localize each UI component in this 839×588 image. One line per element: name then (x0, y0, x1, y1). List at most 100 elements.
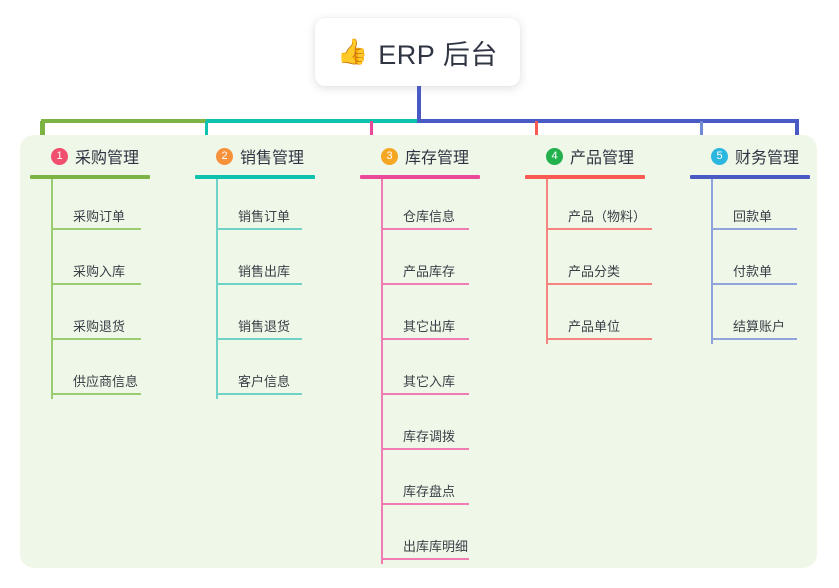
column-finance: 5 财务管理回款单付款单结算账户 (690, 144, 810, 344)
segment-green (41, 119, 206, 123)
item-list-purchase: 采购订单采购入库采购退货供应商信息 (51, 179, 150, 399)
list-item[interactable]: 产品单位 (546, 289, 652, 344)
thumbs-up-icon: 👍 (337, 37, 369, 66)
list-item-label: 其它入库 (403, 374, 456, 389)
item-list-finance: 回款单付款单结算账户 (711, 179, 810, 344)
list-item[interactable]: 仓库信息 (381, 179, 480, 234)
column-badge-finance: 5 (711, 147, 728, 165)
list-item[interactable]: 采购入库 (51, 234, 150, 289)
column-header-inventory[interactable]: 3 库存管理 (360, 144, 480, 168)
list-item-rule (218, 228, 302, 230)
list-item[interactable]: 供应商信息 (51, 344, 150, 399)
list-item-label: 供应商信息 (73, 374, 139, 389)
list-item-rule (53, 393, 141, 395)
column-header-sales[interactable]: 2 销售管理 (195, 144, 315, 168)
root-stem (417, 86, 421, 123)
list-item-label: 产品单位 (568, 319, 621, 334)
column-title-purchase: 采购管理 (75, 150, 140, 167)
column-underline-sales (195, 175, 315, 179)
list-item-rule (218, 338, 302, 340)
list-item-rule (548, 228, 652, 230)
list-item-label: 销售出库 (238, 264, 291, 279)
column-sales: 2 销售管理销售订单销售出库销售退货客户信息 (195, 144, 315, 399)
list-item-label: 销售退货 (238, 319, 291, 334)
column-product: 4 产品管理产品（物料） 产品分类产品单位 (525, 144, 652, 344)
column-header-finance[interactable]: 5 财务管理 (690, 144, 810, 168)
spine-finance (711, 179, 713, 344)
list-item-label: 采购入库 (73, 264, 126, 279)
list-item-rule (53, 283, 141, 285)
column-underline-purchase (30, 175, 150, 179)
list-item[interactable]: 采购退货 (51, 289, 150, 344)
column-badge-inventory: 3 (381, 147, 398, 165)
list-item-rule (383, 448, 469, 450)
list-item[interactable]: 其它出库 (381, 289, 480, 344)
list-item-rule (713, 283, 797, 285)
spine-purchase (51, 179, 53, 399)
column-underline-product (525, 175, 645, 179)
item-list-product: 产品（物料） 产品分类产品单位 (546, 179, 652, 344)
column-title-sales: 销售管理 (240, 150, 305, 167)
list-item-label: 库存盘点 (403, 484, 456, 499)
list-item-rule (383, 283, 469, 285)
list-item-label: 客户信息 (238, 374, 291, 389)
list-item[interactable]: 采购订单 (51, 179, 150, 234)
list-item[interactable]: 库存调拨 (381, 399, 480, 454)
list-item[interactable]: 产品库存 (381, 234, 480, 289)
list-item-rule (713, 338, 797, 340)
page-title: ERP 后台 (378, 39, 498, 70)
column-title-product: 产品管理 (570, 150, 635, 167)
list-item-rule (383, 393, 469, 395)
list-item-label: 其它出库 (403, 319, 456, 334)
column-badge-sales: 2 (216, 147, 233, 165)
list-item[interactable]: 产品（物料） (546, 179, 652, 234)
list-item[interactable]: 结算账户 (711, 289, 810, 344)
list-item[interactable]: 销售订单 (216, 179, 315, 234)
list-item[interactable]: 产品分类 (546, 234, 652, 289)
tree-panel (20, 135, 817, 568)
list-item[interactable]: 付款单 (711, 234, 810, 289)
list-item[interactable]: 销售退货 (216, 289, 315, 344)
spine-inventory (381, 179, 383, 564)
segment-teal (206, 119, 419, 123)
list-item-label: 回款单 (733, 209, 773, 224)
item-list-sales: 销售订单销售出库销售退货客户信息 (216, 179, 315, 399)
column-header-product[interactable]: 4 产品管理 (525, 144, 645, 168)
column-title-inventory: 库存管理 (405, 150, 470, 167)
list-item-rule (383, 338, 469, 340)
list-item-label: 产品（物料） (568, 209, 647, 224)
list-item-rule (383, 503, 469, 505)
list-item[interactable]: 销售出库 (216, 234, 315, 289)
list-item-label: 采购退货 (73, 319, 126, 334)
column-badge-product: 4 (546, 147, 563, 165)
list-item-label: 出库库明细 (403, 539, 469, 554)
list-item-rule (383, 558, 469, 560)
list-item-rule (548, 283, 652, 285)
list-item-label: 仓库信息 (403, 209, 456, 224)
column-title-finance: 财务管理 (735, 150, 800, 167)
segment-green-endcap (41, 119, 45, 149)
list-item-label: 产品分类 (568, 264, 621, 279)
column-underline-inventory (360, 175, 480, 179)
list-item-rule (218, 393, 302, 395)
list-item[interactable]: 其它入库 (381, 344, 480, 399)
column-underline-finance (690, 175, 810, 179)
list-item-label: 产品库存 (403, 264, 456, 279)
list-item[interactable]: 库存盘点 (381, 454, 480, 509)
item-list-inventory: 仓库信息产品库存其它出库其它入库库存调拨库存盘点出库库明细 (381, 179, 480, 564)
list-item-label: 库存调拨 (403, 429, 456, 444)
spine-sales (216, 179, 218, 399)
list-item-label: 付款单 (733, 264, 773, 279)
list-item[interactable]: 回款单 (711, 179, 810, 234)
list-item[interactable]: 客户信息 (216, 344, 315, 399)
list-item-rule (218, 283, 302, 285)
list-item-label: 结算账户 (733, 319, 786, 334)
list-item-rule (53, 228, 141, 230)
root-title-card[interactable]: 👍 ERP 后台 (315, 18, 520, 86)
list-item-rule (548, 338, 652, 340)
list-item[interactable]: 出库库明细 (381, 509, 480, 564)
list-item-label: 销售订单 (238, 209, 291, 224)
column-inventory: 3 库存管理仓库信息产品库存其它出库其它入库库存调拨库存盘点出库库明细 (360, 144, 480, 564)
